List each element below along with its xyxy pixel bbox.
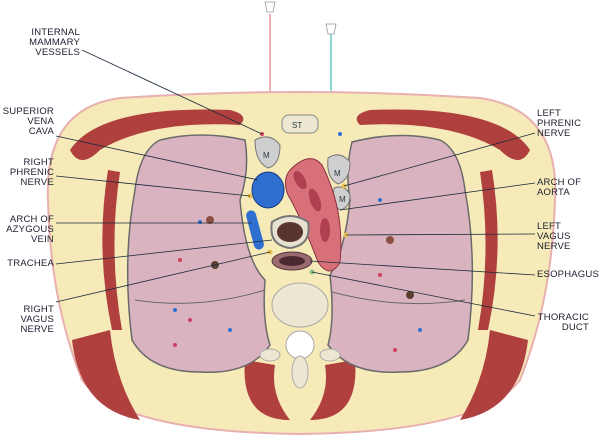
label-line: NERVE xyxy=(537,128,571,139)
label-line: VAGUS xyxy=(537,231,571,242)
label-trachea: TRACHEA xyxy=(0,259,54,269)
paraspinal-muscle-right xyxy=(244,360,290,420)
label-left-vagus-nerve: LEFT VAGUS NERVE xyxy=(537,222,571,252)
label-line: VAGUS xyxy=(20,314,54,325)
label-line: ESOPHAGUS xyxy=(537,269,599,280)
label-line: PHRENIC xyxy=(537,118,582,129)
pectoral-muscle-left xyxy=(356,109,530,160)
label-line: MAMMARY xyxy=(29,37,80,48)
label-line: VESSELS xyxy=(35,47,80,58)
sternum xyxy=(281,114,319,134)
spinal-canal xyxy=(285,330,315,360)
label-esophagus: ESOPHAGUS xyxy=(537,270,599,280)
back-muscle-left xyxy=(460,330,528,420)
vertebral-body xyxy=(271,282,329,328)
label-superior-vena-cava: SUPERIOR VENA CAVA xyxy=(0,107,54,137)
muscle-label: M xyxy=(339,195,346,204)
label-right-phrenic-nerve: RIGHT PHRENIC NERVE xyxy=(0,158,54,188)
label-arch-of-aorta: ARCH OF AORTA xyxy=(537,178,581,198)
label-line: ARCH OF xyxy=(9,214,54,225)
label-line: DUCT xyxy=(561,322,589,333)
leader-lines xyxy=(55,49,536,317)
label-line: NERVE xyxy=(20,177,54,188)
muscle-label: M xyxy=(263,151,270,160)
label-line: NERVE xyxy=(20,324,54,335)
label-line: ARCH OF xyxy=(537,177,582,188)
superior-vena-cava xyxy=(251,171,285,209)
label-line: VEIN xyxy=(31,234,54,245)
muscle-right xyxy=(254,136,281,169)
pectoral-muscle-right xyxy=(70,109,244,160)
arch-of-azygous-vein xyxy=(246,210,264,250)
label-right-vagus-nerve: RIGHT VAGUS NERVE xyxy=(0,305,54,335)
muscle-label: M xyxy=(334,169,341,178)
label-line: THORACIC xyxy=(537,312,589,323)
label-thoracic-duct: THORACIC DUCT xyxy=(537,313,589,333)
paraspinal-muscle-left xyxy=(310,360,356,420)
label-arch-of-azygous-vein: ARCH OF AZYGOUS VEIN xyxy=(0,215,54,245)
pulmonary-vessels xyxy=(173,132,422,352)
label-line: RIGHT xyxy=(23,157,54,168)
label-left-phrenic-nerve: LEFT PHRENIC NERVE xyxy=(537,109,581,139)
label-line: VENA xyxy=(27,116,54,127)
label-line: SUPERIOR xyxy=(2,106,54,117)
back-muscle-right xyxy=(72,330,140,420)
label-line: AZYGOUS xyxy=(6,224,54,235)
label-line: NERVE xyxy=(537,241,571,252)
sternum-label: ST xyxy=(292,121,302,130)
label-line: LEFT xyxy=(537,221,562,232)
right-lung-fissure xyxy=(134,289,266,304)
label-internal-mammary-vessels: INTERNAL MAMMARY VESSELS xyxy=(4,28,80,58)
label-line: INTERNAL xyxy=(31,27,80,38)
label-line: RIGHT xyxy=(23,304,54,315)
label-line: PHRENIC xyxy=(9,167,54,178)
label-line: CAVA xyxy=(28,126,54,137)
label-line: AORTA xyxy=(537,187,570,198)
left-lung-fissure xyxy=(331,291,466,305)
label-line: LEFT xyxy=(537,108,562,119)
label-line: TRACHEA xyxy=(7,258,54,269)
left-lung xyxy=(327,134,474,374)
serratus-muscle-left xyxy=(478,170,498,330)
muscle-left-upper xyxy=(327,154,351,185)
